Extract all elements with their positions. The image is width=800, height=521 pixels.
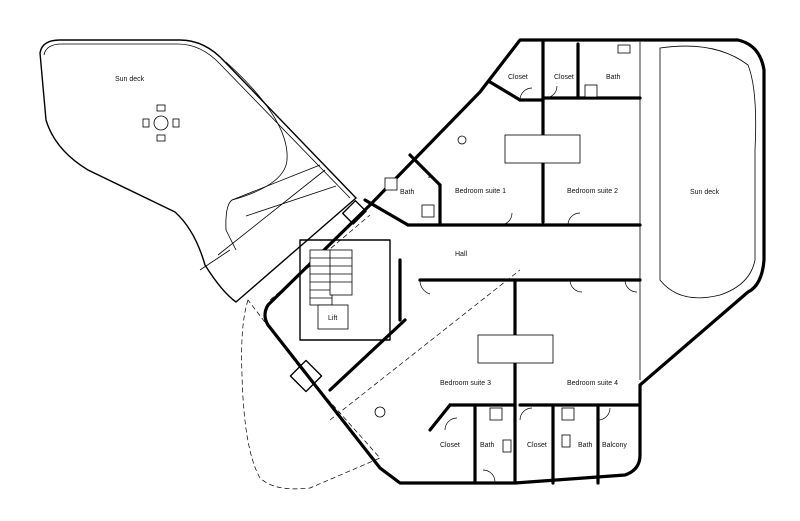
bath-bottom-1-label: Bath	[480, 442, 495, 449]
shower-icon	[584, 84, 598, 98]
closet-bottom-1-label: Closet	[440, 442, 460, 449]
sun-deck-left-area: Sun deck	[39, 39, 357, 303]
closet-top-2-label: Closet	[554, 74, 574, 81]
bedroom-suite-2-label: Bedroom suite 2	[567, 188, 618, 195]
toilet-icon	[502, 439, 512, 453]
toilet-icon	[561, 434, 571, 448]
shower-icon	[421, 204, 435, 218]
bath-bottom-2-label: Bath	[578, 442, 593, 449]
bedroom-suite-3-label: Bedroom suite 3	[440, 380, 491, 387]
outer-wall	[263, 38, 766, 485]
toilet-icon	[617, 44, 631, 54]
closet-bottom-2-label: Closet	[527, 442, 547, 449]
lift-label: Lift	[328, 315, 337, 322]
sun-deck-right-area: Sun deck	[639, 42, 757, 380]
lamp-icon	[374, 406, 386, 418]
sun-deck-left-label: Sun deck	[115, 76, 145, 83]
balcony-label: Balcony	[602, 442, 627, 449]
lamp-icon	[457, 135, 467, 145]
lower-deck-outline	[241, 299, 381, 490]
dashed-line-2	[329, 269, 521, 421]
interior-walls	[289, 40, 642, 485]
lift-box	[317, 304, 349, 330]
sun-deck-right-label: Sun deck	[690, 189, 720, 196]
round-table-with-four-chairs-icon	[142, 104, 180, 142]
bed-icon	[477, 334, 554, 364]
bed-icon	[504, 134, 581, 164]
closet-top-1-label: Closet	[508, 74, 528, 81]
bedroom-suite-4-label: Bedroom suite 4	[567, 380, 618, 387]
bedroom-suite-1-label: Bedroom suite 1	[455, 188, 506, 195]
bath-suite1-label: Bath	[400, 189, 415, 196]
bath-top-right-label: Bath	[606, 74, 621, 81]
bathtub-icon	[384, 177, 398, 191]
shower-icon	[489, 407, 503, 421]
hall-label: Hall	[455, 251, 468, 258]
door-swings	[419, 85, 638, 483]
staircase-icon	[309, 249, 353, 306]
shower-icon	[561, 407, 575, 421]
